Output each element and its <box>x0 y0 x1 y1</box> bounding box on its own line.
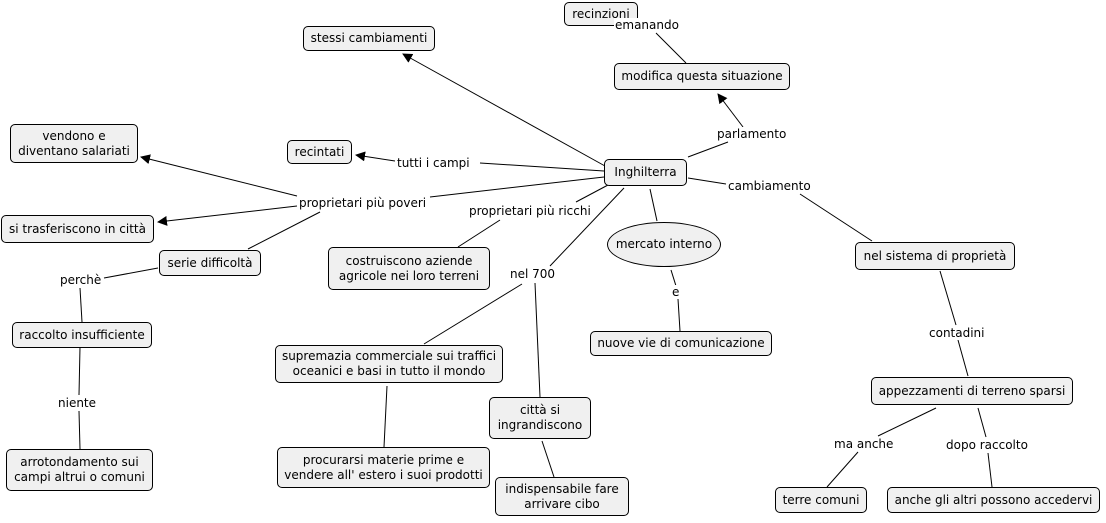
link-label-perche: perchè <box>59 273 103 287</box>
link-inghilterra-parlamento <box>687 141 729 158</box>
link-inghilterra-ricchi <box>575 184 609 203</box>
link-modifica-emanando <box>655 32 687 64</box>
node-recinzioni[interactable]: recinzioni <box>564 2 638 26</box>
link-tutti-recintati <box>355 151 396 162</box>
link-appezzamenti-maanche <box>877 407 937 437</box>
link-label-dopo-raccolto: dopo raccolto <box>945 438 1029 452</box>
link-e-nuove <box>677 298 681 332</box>
link-poveri-serie <box>247 211 321 250</box>
node-citta-si-ingrandiscono[interactable]: città si ingrandiscono <box>489 397 591 439</box>
link-label-proprietari-piu-poveri: proprietari più poveri <box>298 196 428 210</box>
link-cambiamento-sistema <box>799 193 873 242</box>
link-nel700-supremazia <box>423 283 523 345</box>
node-terre-comuni[interactable]: terre comuni <box>775 487 867 513</box>
link-contadini-appezzamenti <box>957 339 969 377</box>
link-serie-perche <box>103 267 159 279</box>
link-inghilterra-stessi <box>402 53 606 167</box>
link-label-tutti-i-campi: tutti i campi <box>396 156 471 170</box>
node-si-trasferiscono-in-citta[interactable]: si trasferiscono in città <box>1 215 154 243</box>
node-recintati[interactable]: recintati <box>287 140 352 164</box>
link-poveri-trasferiscono <box>157 205 298 226</box>
link-appezzamenti-dopo <box>977 407 987 438</box>
link-sistema-contadini <box>939 270 957 326</box>
link-inghilterra-nel700 <box>549 187 625 267</box>
link-label-emanando: emanando <box>614 18 680 32</box>
node-modifica-questa-situazione[interactable]: modifica questa situazione <box>614 63 790 90</box>
node-inghilterra[interactable]: Inghilterra <box>604 159 687 186</box>
node-supremazia-commerciale[interactable]: supremazia commerciale sui traffici ocea… <box>275 345 503 383</box>
link-inghilterra-tutti <box>479 162 605 172</box>
node-anche-gli-altri-possono-accedervi[interactable]: anche gli altri possono accedervi <box>887 487 1100 513</box>
link-inghilterra-cambiamento <box>687 177 727 185</box>
node-stessi-cambiamenti[interactable]: stessi cambiamenti <box>303 26 435 51</box>
node-vendono-e-diventano-salariati[interactable]: vendono e diventano salariati <box>10 124 138 163</box>
link-ricchi-costruiscono <box>457 219 501 248</box>
link-supremazia-procurarsi <box>383 385 388 448</box>
link-dopo-anche <box>987 452 993 488</box>
link-label-contadini: contadini <box>928 326 986 340</box>
node-indispensabile-fare-arrivare-cibo[interactable]: indispensabile fare arrivare cibo <box>495 477 629 516</box>
link-label-niente: niente <box>57 396 98 410</box>
link-nel700-citta <box>534 282 541 398</box>
link-label-cambiamento: cambiamento <box>727 179 812 193</box>
link-poveri-vendono <box>140 154 298 197</box>
link-niente-arrotondamento <box>78 410 81 450</box>
node-nuove-vie-di-comunicazione[interactable]: nuove vie di comunicazione <box>590 331 772 356</box>
link-label-proprietari-piu-ricchi: proprietari più ricchi <box>468 204 592 218</box>
node-procurarsi-materie-prime[interactable]: procurarsi materie prime e vendere all' … <box>277 447 490 488</box>
link-parlamento-modifica <box>717 93 744 128</box>
link-raccolto-niente <box>78 346 81 396</box>
node-appezzamenti-di-terreno-sparsi[interactable]: appezzamenti di terreno sparsi <box>871 377 1073 405</box>
link-inghilterra-mercato <box>649 188 658 222</box>
link-label-ma-anche: ma anche <box>833 437 895 451</box>
link-mercato-e <box>670 269 677 287</box>
link-citta-indispensabile <box>541 440 555 478</box>
node-serie-difficolta[interactable]: serie difficoltà <box>159 250 261 276</box>
node-costruiscono-aziende[interactable]: costruiscono aziende agricole nei loro t… <box>328 247 490 290</box>
node-arrotondamento[interactable]: arrotondamento sui campi altrui o comuni <box>6 449 153 491</box>
link-label-parlamento: parlamento <box>716 127 788 141</box>
link-label-nel-700: nel 700 <box>509 267 557 281</box>
node-raccolto-insufficiente[interactable]: raccolto insufficiente <box>12 322 152 348</box>
node-mercato-interno[interactable]: mercato interno <box>607 222 721 267</box>
link-inghilterra-poveri <box>429 176 605 198</box>
link-perche-raccolto <box>79 287 83 323</box>
link-label-e: e <box>671 285 681 299</box>
node-nel-sistema-di-proprieta[interactable]: nel sistema di proprietà <box>855 242 1015 270</box>
link-maanche-terre <box>826 451 859 488</box>
